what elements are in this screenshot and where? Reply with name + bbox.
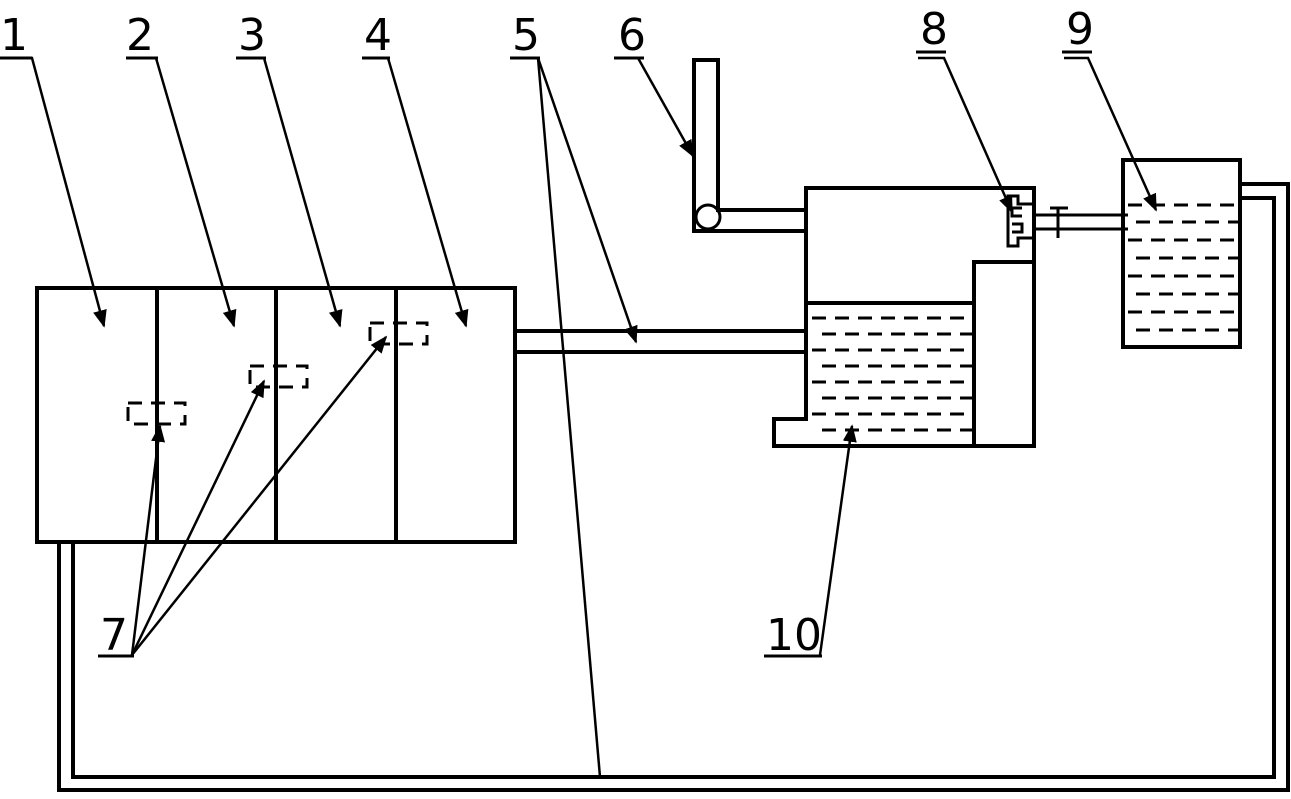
label-3-text: 3 [238, 10, 266, 61]
label-7: 7 [100, 610, 128, 661]
label-2-text: 2 [126, 10, 154, 61]
label-6: 6 [618, 10, 646, 61]
label-4-text: 4 [364, 10, 392, 61]
label-9-text: 9 [1066, 4, 1094, 55]
label-3: 3 [238, 10, 266, 61]
dashed-devices [126, 321, 429, 426]
label-5: 5 [512, 10, 540, 61]
inlet-pipe [692, 58, 808, 233]
label-4: 4 [364, 10, 392, 61]
label-1-text: 1 [0, 10, 28, 61]
label-6-text: 6 [618, 10, 646, 61]
label-2: 2 [126, 10, 154, 61]
compartment-tank [35, 286, 517, 544]
label-8-text: 8 [920, 4, 948, 55]
side-tank [1121, 158, 1242, 349]
label-underlines [0, 50, 1092, 658]
reservoir-water [812, 316, 972, 432]
label-7-text: 7 [100, 610, 128, 661]
label-8: 8 [920, 4, 948, 55]
label-5-text: 5 [512, 10, 540, 61]
label-10: 10 [766, 610, 822, 661]
label-1: 1 [0, 10, 28, 61]
leader-lines [10, 56, 1158, 778]
pump-valve [1006, 194, 1128, 248]
connecting-pipe [513, 329, 808, 354]
return-pipe [57, 182, 1290, 792]
side-tank-water [1128, 203, 1238, 332]
label-9: 9 [1066, 4, 1094, 55]
label-10-text: 10 [766, 610, 822, 661]
reservoir [772, 186, 1036, 448]
